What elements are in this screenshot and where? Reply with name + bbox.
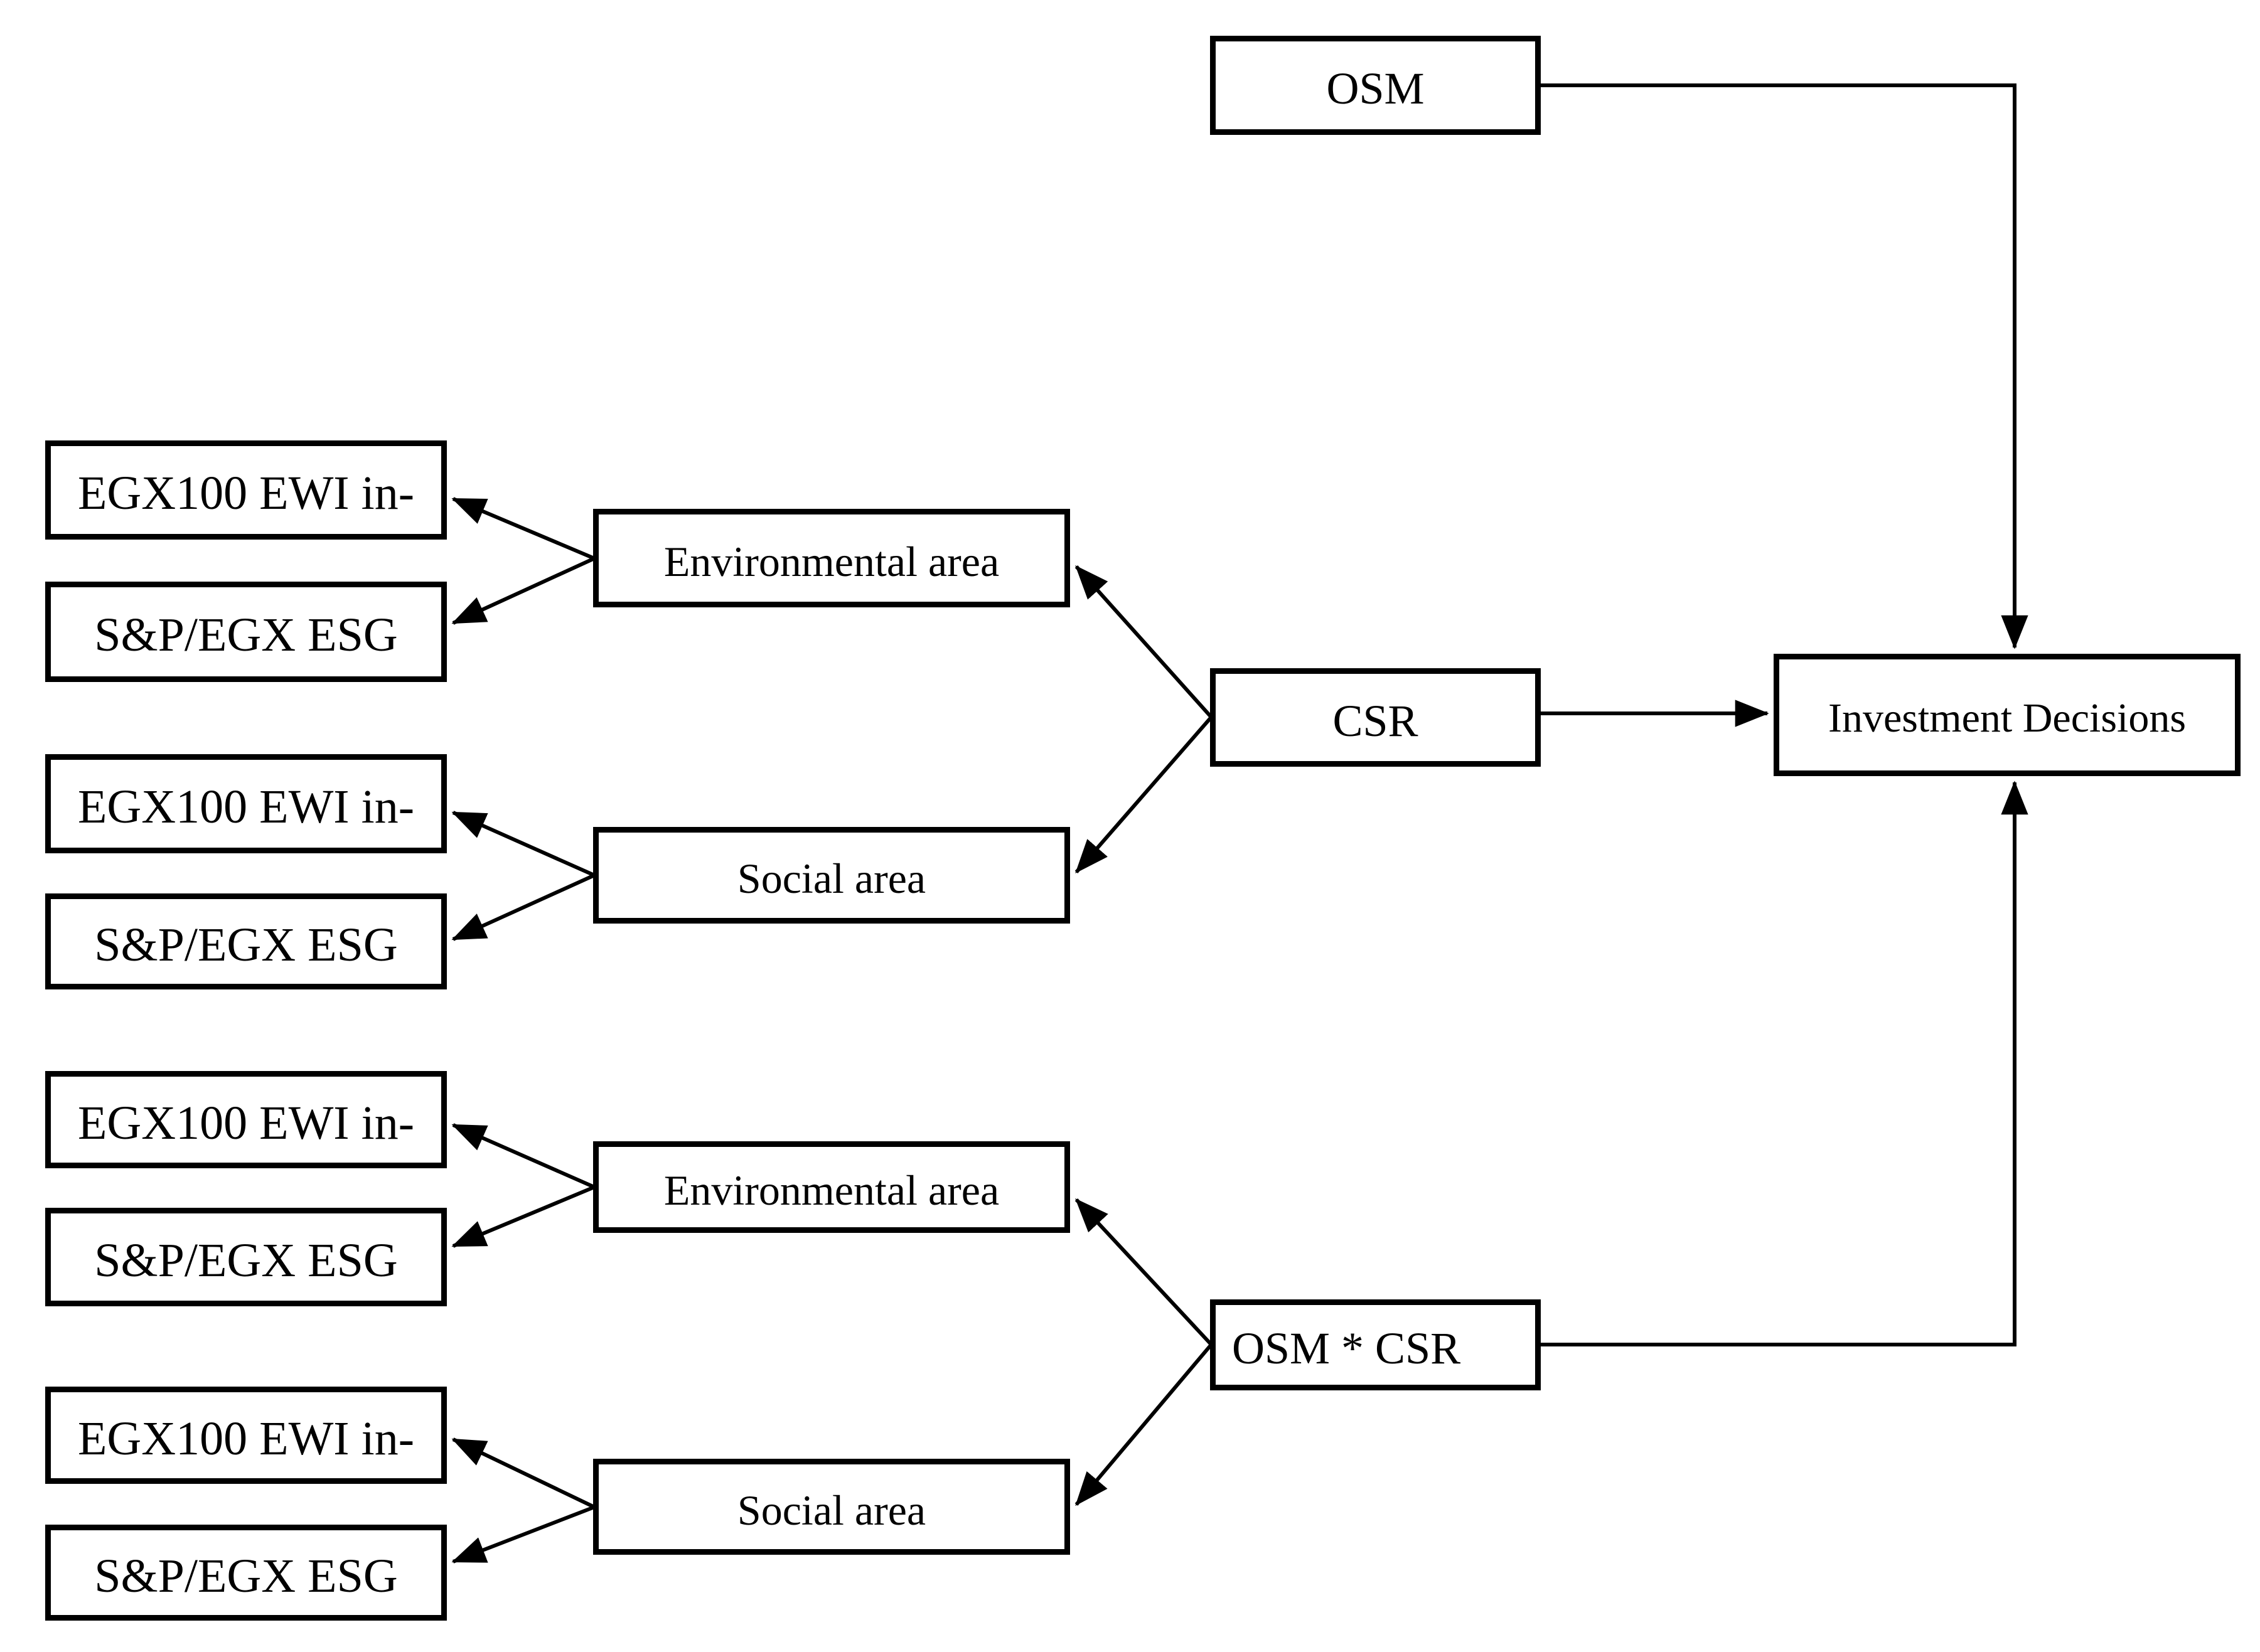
edge-environmental-area-2-to-sp-egx-esg-3 [451,1185,596,1248]
node-csr: CSR [1210,668,1541,767]
node-osm-csr: OSM * CSR [1210,1299,1541,1390]
node-label-investment-decisions: Investment Decisions [1828,695,2187,741]
node-label-egx100-ewi-4: EGX100 EWI in- [77,1412,415,1465]
node-osm: OSM [1210,36,1541,135]
node-label-environmental-area-2: Environmental area [663,1166,1000,1214]
node-label-social-area-2: Social area [737,1486,926,1534]
node-label-sp-egx-esg-3: S&P/EGX ESG [94,1234,398,1287]
node-egx100-ewi-3: EGX100 EWI in- [45,1071,447,1168]
node-label-egx100-ewi-1: EGX100 EWI in- [77,467,415,520]
node-egx100-ewi-2: EGX100 EWI in- [45,754,447,853]
node-label-sp-egx-esg-2: S&P/EGX ESG [94,918,398,971]
node-label-osm-csr: OSM * CSR [1232,1323,1461,1373]
node-investment-decisions: Investment Decisions [1774,654,2241,776]
node-label-osm: OSM [1326,63,1425,114]
edge-osm-csr-to-environmental-area-2 [1074,1198,1213,1346]
node-label-social-area-1: Social area [737,855,926,902]
edge-osm-csr-to-social-area-2 [1074,1343,1213,1506]
edge-environmental-area-1-to-egx100-ewi-1 [451,497,596,560]
node-sp-egx-esg-1: S&P/EGX ESG [45,582,447,682]
edge-social-area-1-to-sp-egx-esg-2 [451,873,596,941]
node-environmental-area-2: Environmental area [593,1141,1070,1233]
node-label-sp-egx-esg-4: S&P/EGX ESG [94,1549,398,1602]
node-social-area-2: Social area [593,1459,1070,1555]
node-label-environmental-area-1: Environmental area [663,537,1000,585]
node-environmental-area-1: Environmental area [593,509,1070,607]
edge-social-area-1-to-egx100-ewi-2 [451,811,596,877]
node-label-egx100-ewi-2: EGX100 EWI in- [77,781,415,833]
edge-social-area-2-to-sp-egx-esg-4 [451,1505,596,1564]
edge-csr-to-social-area-1 [1074,716,1213,874]
edge-environmental-area-2-to-egx100-ewi-3 [451,1123,596,1189]
node-label-egx100-ewi-3: EGX100 EWI in- [77,1096,415,1149]
node-sp-egx-esg-2: S&P/EGX ESG [45,893,447,989]
node-egx100-ewi-4: EGX100 EWI in- [45,1387,447,1484]
edge-osm-csr-to-investment-decisions [1541,781,2028,1346]
node-social-area-1: Social area [593,827,1070,924]
node-label-sp-egx-esg-1: S&P/EGX ESG [94,609,398,661]
edge-osm-to-investment-decisions [1541,83,2028,649]
edge-social-area-2-to-egx100-ewi-4 [451,1437,596,1509]
node-sp-egx-esg-4: S&P/EGX ESG [45,1525,447,1621]
edge-csr-to-environmental-area-1 [1074,565,1213,719]
node-egx100-ewi-1: EGX100 EWI in- [45,440,447,540]
node-label-csr: CSR [1332,695,1418,746]
node-sp-egx-esg-3: S&P/EGX ESG [45,1208,447,1306]
edge-environmental-area-1-to-sp-egx-esg-1 [451,557,596,625]
